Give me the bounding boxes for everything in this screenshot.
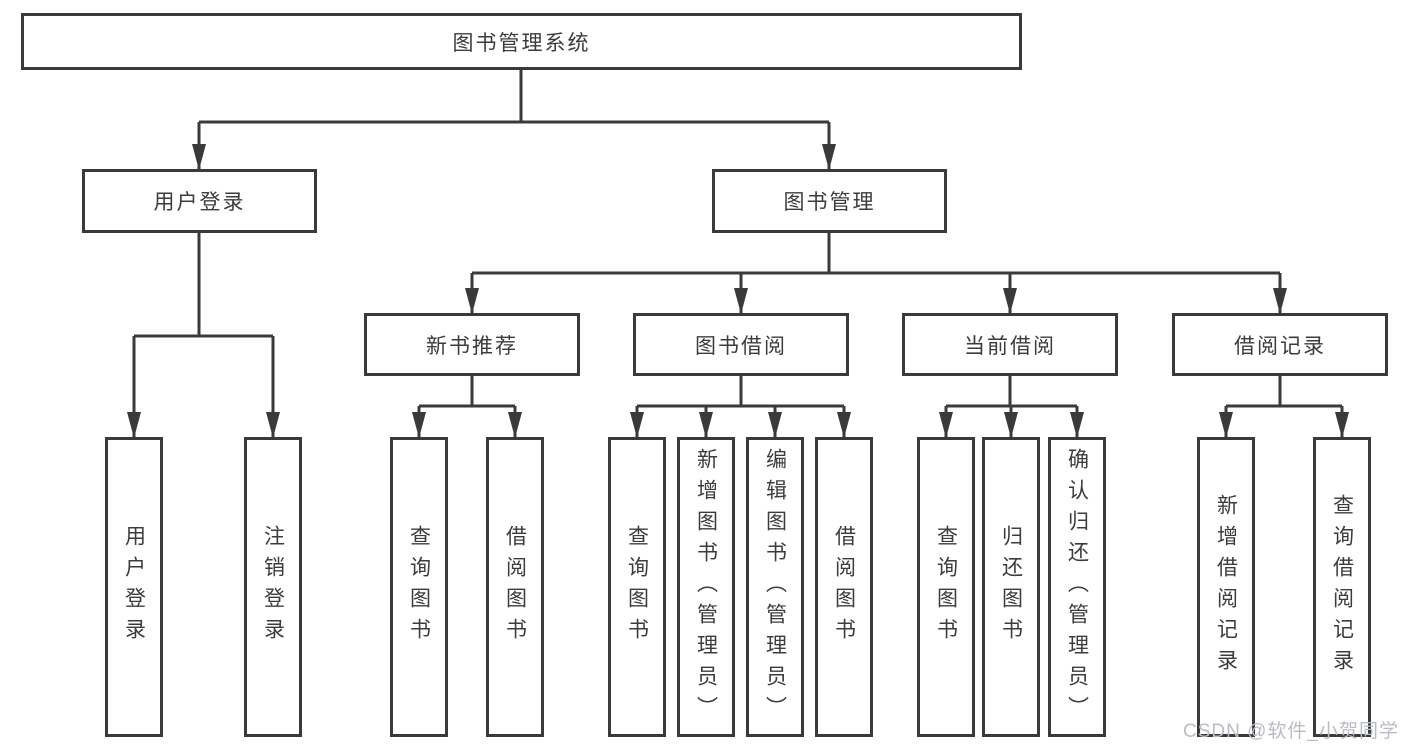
node-label: 图书借阅 <box>695 334 787 358</box>
node-borrowing-records: 借阅记录 <box>1172 313 1388 376</box>
node-label: 借阅记录 <box>1234 334 1326 358</box>
node-book-borrowing: 图书借阅 <box>633 313 849 376</box>
node-label: 新书推荐 <box>426 334 518 358</box>
leaf-label: 查询图书 <box>934 525 958 649</box>
leaf-borrow-books-recommend: 借阅图书 <box>486 437 544 737</box>
leaf-query-borrow-record: 查询借阅记录 <box>1313 437 1371 737</box>
watermark: CSDN @软件_小贺同学 <box>1183 721 1399 742</box>
leaf-label: 新增图书（管理员） <box>694 447 718 727</box>
leaf-confirm-return-admin: 确认归还（管理员） <box>1048 437 1106 737</box>
node-user-login-branch: 用户登录 <box>82 169 317 233</box>
leaf-label: 查询图书 <box>625 525 649 649</box>
node-label: 图书管理 <box>783 191 876 214</box>
leaf-return-books: 归还图书 <box>982 437 1040 737</box>
leaf-label: 确认归还（管理员） <box>1065 447 1089 727</box>
leaf-label: 注销登录 <box>261 525 285 649</box>
leaf-edit-books-admin: 编辑图书（管理员） <box>746 437 804 737</box>
leaf-label: 用户登录 <box>122 525 146 649</box>
leaf-label: 借阅图书 <box>503 525 527 649</box>
node-library-management-system: 图书管理系统 <box>21 13 1022 70</box>
node-new-book-recommendation: 新书推荐 <box>364 313 580 376</box>
leaf-label: 查询图书 <box>407 525 431 649</box>
leaf-logout: 注销登录 <box>244 437 302 737</box>
leaf-query-books-current: 查询图书 <box>917 437 975 737</box>
node-current-borrowing: 当前借阅 <box>902 313 1118 376</box>
leaf-label: 新增借阅记录 <box>1214 494 1238 680</box>
node-book-management: 图书管理 <box>712 169 947 233</box>
leaf-query-books-borrow: 查询图书 <box>608 437 666 737</box>
leaf-label: 编辑图书（管理员） <box>763 447 787 727</box>
leaf-borrow-books: 借阅图书 <box>815 437 873 737</box>
leaf-user-login: 用户登录 <box>105 437 163 737</box>
node-label: 图书管理系统 <box>452 31 591 55</box>
node-label: 当前借阅 <box>964 334 1056 358</box>
leaf-label: 借阅图书 <box>832 525 856 649</box>
leaf-label: 查询借阅记录 <box>1330 494 1354 680</box>
leaf-add-borrow-record: 新增借阅记录 <box>1197 437 1255 737</box>
node-label: 用户登录 <box>153 191 246 214</box>
leaf-query-books-recommend: 查询图书 <box>390 437 448 737</box>
leaf-add-books-admin: 新增图书（管理员） <box>677 437 735 737</box>
leaf-label: 归还图书 <box>999 525 1023 649</box>
